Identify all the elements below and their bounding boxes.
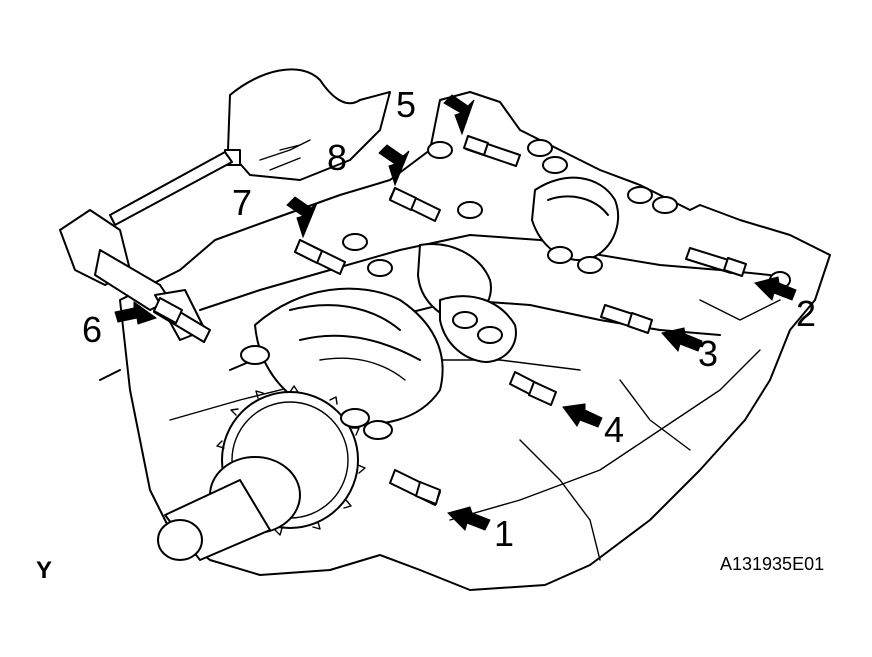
arrow-5 <box>443 94 475 136</box>
bolt-6 <box>153 297 211 343</box>
bolt-7 <box>294 239 346 275</box>
callout-numbers: 1 2 3 4 5 6 7 8 <box>82 84 816 554</box>
callout-7: 7 <box>232 182 252 223</box>
figure-id: A131935E01 <box>720 554 824 574</box>
callout-8: 8 <box>327 137 347 178</box>
callout-6: 6 <box>82 309 102 350</box>
bolt-5 <box>463 135 521 167</box>
arrow-4 <box>562 403 603 428</box>
callout-arrows <box>114 94 797 531</box>
corner-label: Y <box>36 557 52 584</box>
callout-5: 5 <box>396 84 416 125</box>
arrow-1 <box>447 506 491 531</box>
arrow-6 <box>114 301 158 325</box>
callout-2: 2 <box>796 293 816 334</box>
callout-4: 4 <box>604 409 624 450</box>
bolt-3 <box>600 304 653 334</box>
bolt-1 <box>389 469 441 506</box>
arrow-7 <box>286 196 318 239</box>
callout-1: 1 <box>494 513 514 554</box>
bolt-2 <box>685 247 747 277</box>
arrow-8 <box>378 144 410 187</box>
bolts <box>153 135 747 506</box>
bearing-caps <box>240 139 791 440</box>
bolt-8 <box>389 187 441 222</box>
arrow-2 <box>754 276 797 301</box>
arrow-3 <box>661 327 703 353</box>
bolt-4 <box>509 371 557 406</box>
cam-sprocket <box>157 385 366 561</box>
callout-3: 3 <box>698 333 718 374</box>
